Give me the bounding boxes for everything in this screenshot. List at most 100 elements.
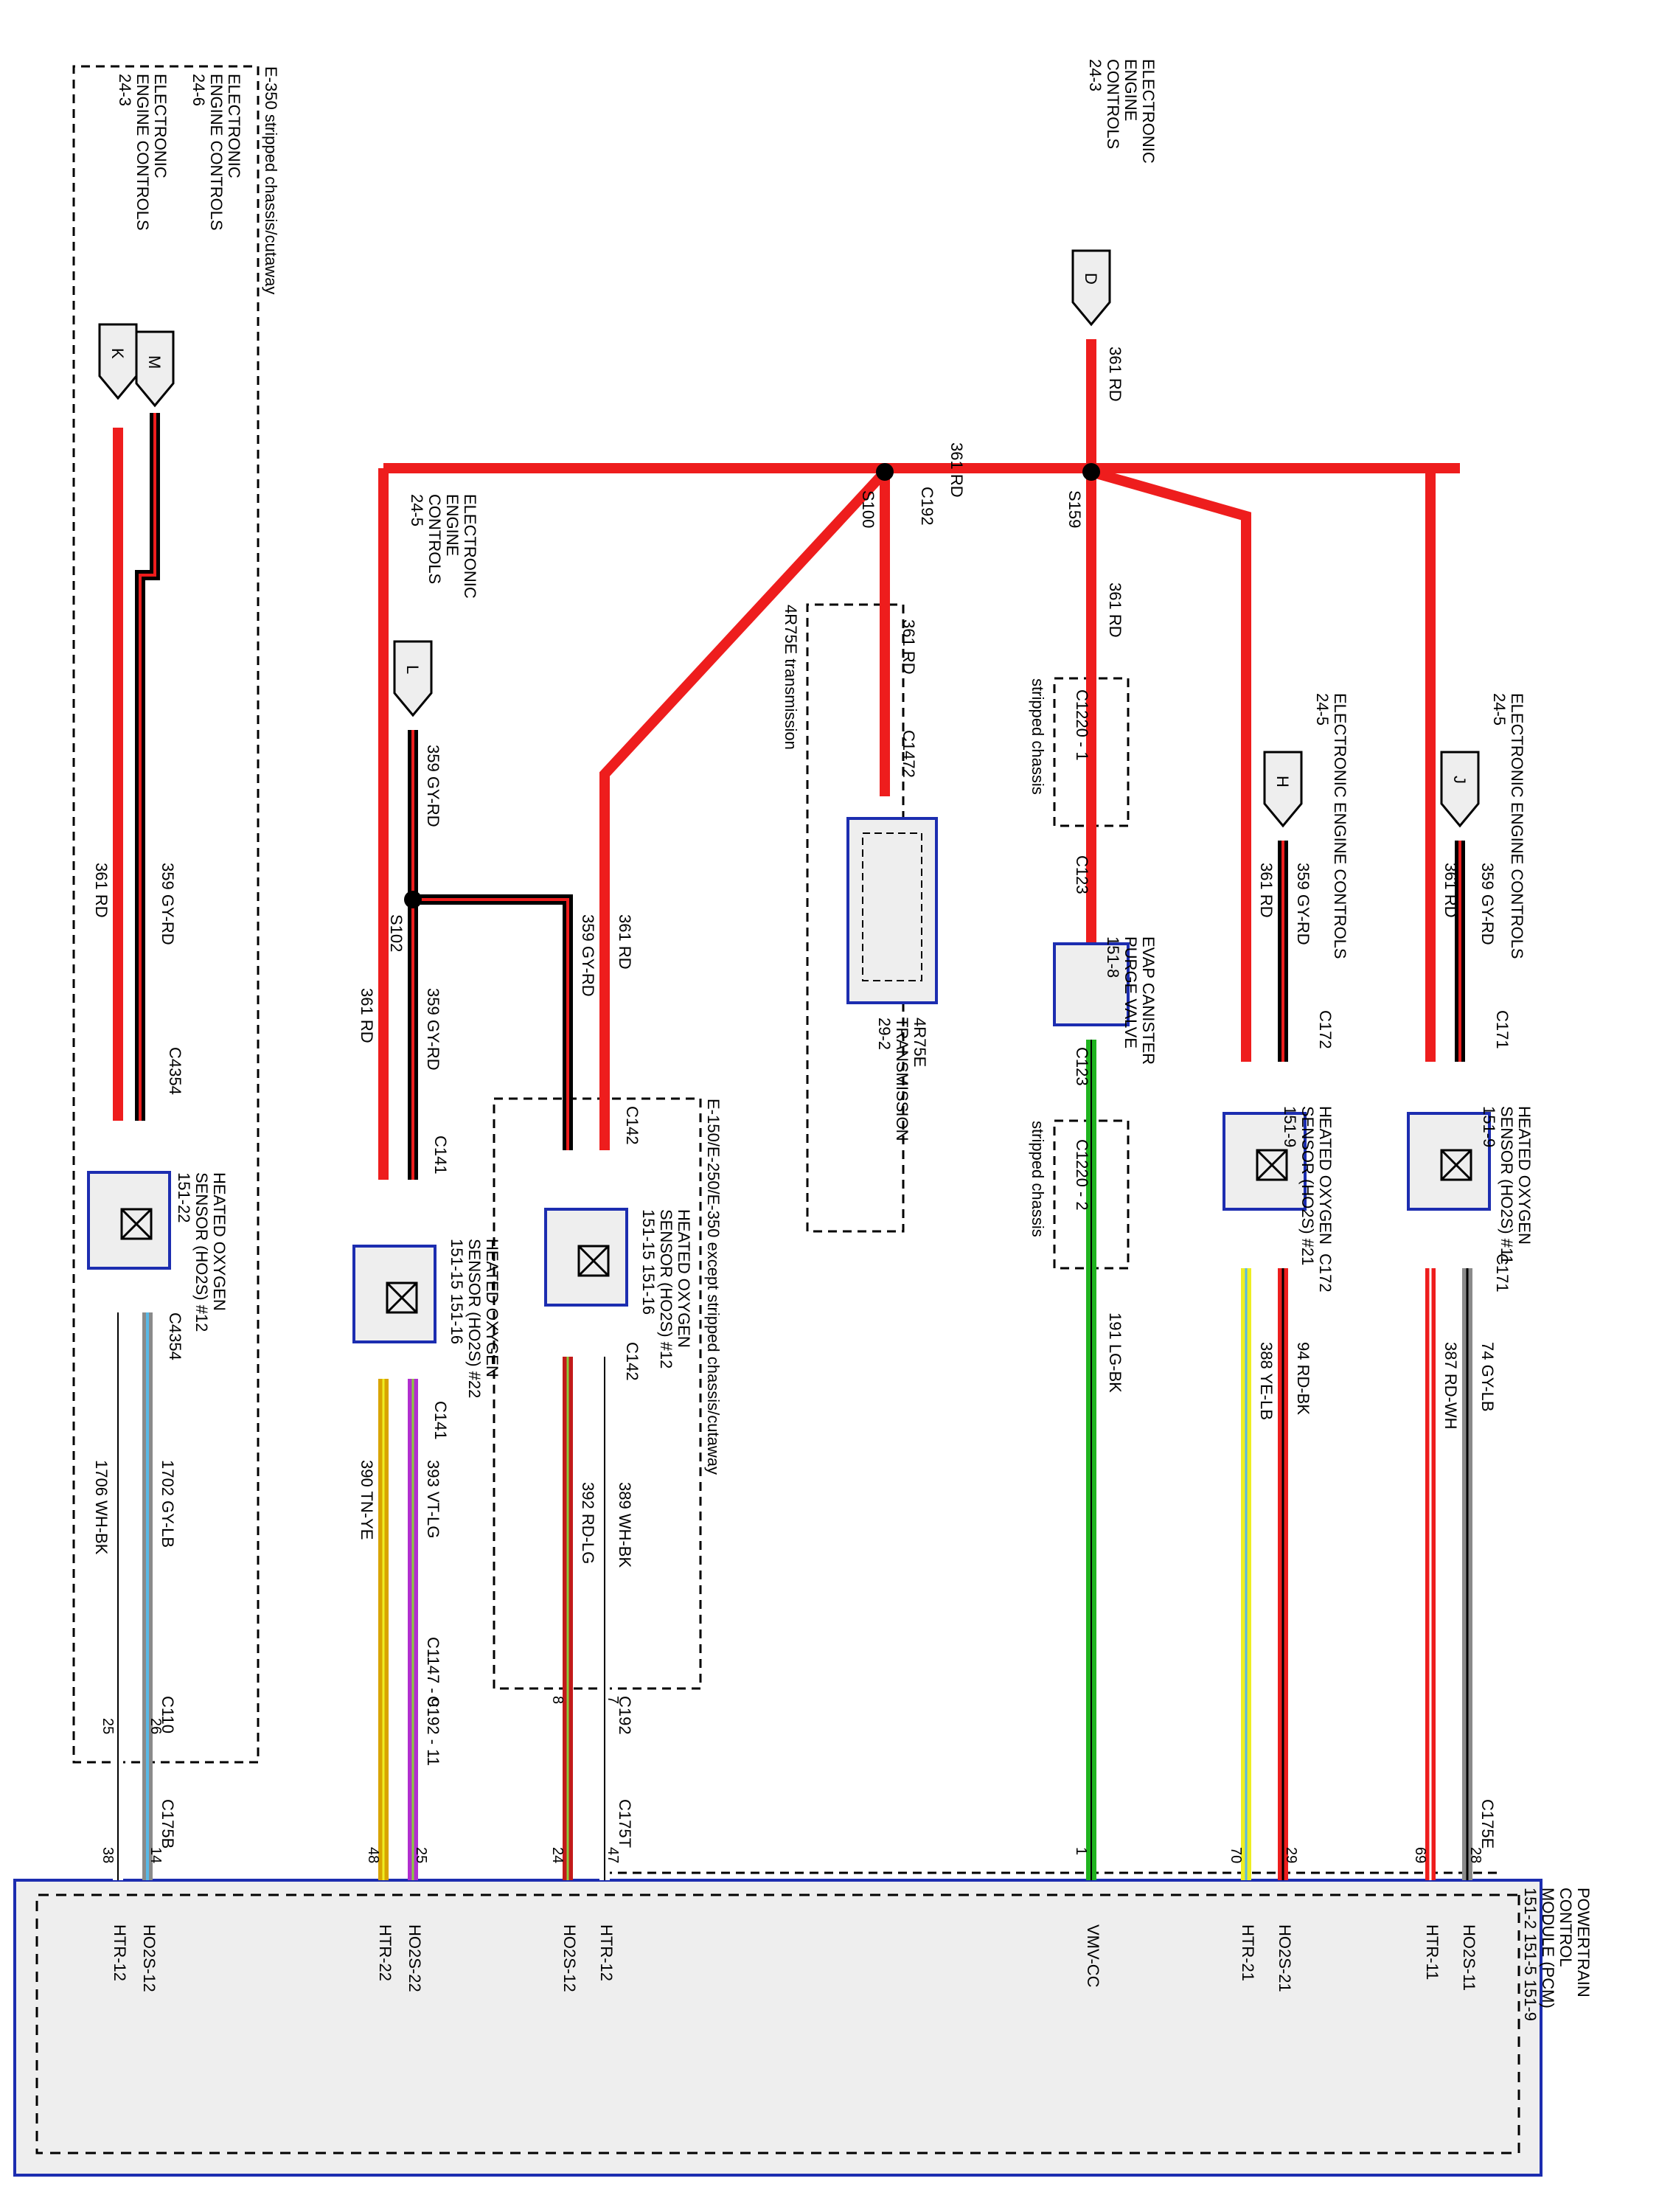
wire-label-361-c141: 361 RD bbox=[358, 988, 376, 1043]
conn-c192-11: C192 - 11 bbox=[424, 1696, 442, 1766]
pcm-pin-ho2s-11: HO2S-11 bbox=[1460, 1924, 1478, 1991]
ref-connector-h[interactable] bbox=[1263, 751, 1303, 828]
ref-24-3-top: ELECTRONICENGINECONTROLS24-3 bbox=[1086, 59, 1158, 164]
wire-361-rd-c142 bbox=[599, 468, 889, 1150]
splice-s100 bbox=[876, 463, 894, 481]
splice-s159 bbox=[1082, 463, 1100, 481]
pcm-pin-htr-21: HTR-21 bbox=[1239, 1924, 1257, 1981]
pin-14: 14 bbox=[147, 1847, 164, 1863]
ref-connector-d[interactable] bbox=[1071, 249, 1111, 327]
splice-s102 bbox=[404, 891, 422, 908]
conn-c192: C192 bbox=[918, 487, 936, 526]
ho2s-12b-sensor bbox=[87, 1171, 171, 1270]
splice-s102-label: S102 bbox=[387, 914, 406, 952]
wire-label-94: 94 RD-BK bbox=[1294, 1342, 1312, 1415]
conn-c4354-bottom: C4354 bbox=[166, 1312, 184, 1360]
conn-c1472: C1472 bbox=[900, 730, 918, 778]
wire-label-392: 392 RD-LG bbox=[579, 1482, 597, 1564]
conn-c123-bottom: C123 bbox=[1073, 1047, 1091, 1086]
wire-label-361-h: 361 RD bbox=[1257, 863, 1276, 918]
connector-m-label: M bbox=[145, 355, 164, 369]
transmission-component bbox=[846, 817, 938, 1004]
ho2s-12a-sensor bbox=[544, 1208, 628, 1307]
conn-c192-lower: C192 bbox=[616, 1696, 634, 1735]
label-ho2s-11: HEATED OXYGENSENSOR (HO2S) #11151-9 bbox=[1480, 1106, 1534, 1265]
ref-24-5-l: ELECTRONICENGINECONTROLS24-5 bbox=[408, 494, 479, 599]
wire-359-gyrd-m bbox=[135, 413, 160, 1121]
pin-48: 48 bbox=[365, 1847, 381, 1863]
wire-label-387: 387 RD-WH bbox=[1441, 1342, 1460, 1430]
label-evap: EVAP CANISTERPURGE VALVE151-8 bbox=[1104, 936, 1158, 1065]
conn-c1220-1: C1220 - 1 bbox=[1073, 689, 1091, 761]
pin-70: 70 bbox=[1228, 1847, 1244, 1863]
ref-24-3-left: ELECTRONICENGINE CONTROLS24-3 bbox=[116, 74, 170, 231]
wire-label-359-j: 359 GY-RD bbox=[1478, 863, 1497, 945]
wire-359-gyrd-c142-stripe bbox=[413, 898, 569, 1150]
label-pcm: POWERTRAINCONTROLMODULE (PCM)151-2 151-5… bbox=[1521, 1888, 1593, 2021]
conn-c175t: C175T bbox=[616, 1799, 634, 1848]
ho2s-11-icon bbox=[1440, 1149, 1472, 1181]
ref-24-6: ELECTRONICENGINE CONTROLS24-6 bbox=[189, 74, 243, 231]
label-ho2s-12b: HEATED OXYGENSENSOR (HO2S) #12151-22 bbox=[175, 1172, 229, 1332]
ref-eec-j: ELECTRONIC ENGINE CONTROLS24-5 bbox=[1490, 693, 1526, 959]
label-e150-box: E-150/E-250/E-350 except stripped chassi… bbox=[704, 1099, 723, 1475]
pcm-pin-vmv-cc: VMV-CC bbox=[1084, 1924, 1102, 1988]
ref-connector-j[interactable] bbox=[1440, 751, 1480, 828]
pcm-inner-dashed bbox=[35, 1893, 1520, 2154]
conn-c175b: C175B bbox=[159, 1799, 177, 1848]
ho2s-21-icon bbox=[1256, 1149, 1288, 1181]
wire-label-1706: 1706 WH-BK bbox=[92, 1460, 111, 1555]
ref-connector-l[interactable] bbox=[393, 640, 433, 717]
pcm-pin-ho2s-12a: HO2S-12 bbox=[560, 1924, 579, 1992]
conn-c172-top: C172 bbox=[1316, 1010, 1335, 1049]
ho2s-11-sensor bbox=[1407, 1112, 1491, 1211]
conn-c141-top: C141 bbox=[431, 1135, 450, 1175]
pin-24: 24 bbox=[549, 1847, 566, 1863]
conn-c171-top: C171 bbox=[1493, 1010, 1512, 1049]
label-e350-box: E-350 stripped chassis/cutaway bbox=[262, 66, 280, 294]
pin-28: 28 bbox=[1467, 1847, 1484, 1863]
wire-label-361-rd-d: 361 RD bbox=[1106, 347, 1124, 402]
e350-box bbox=[72, 65, 260, 1764]
wire-label-361-k: 361 RD bbox=[92, 863, 111, 918]
label-ho2s-22: HEATED OXYGENSENSOR (HO2S) #22151-15 151… bbox=[448, 1239, 501, 1398]
conn-c175e: C175E bbox=[1478, 1799, 1497, 1848]
ho2s-22-icon bbox=[386, 1281, 418, 1314]
ho2s-21-sensor bbox=[1222, 1112, 1307, 1211]
splice-s100-label: S100 bbox=[859, 490, 877, 528]
wire-label-74: 74 GY-LB bbox=[1478, 1342, 1497, 1412]
pin-38: 38 bbox=[100, 1847, 116, 1863]
label-ho2s-21: HEATED OXYGENSENSOR (HO2S) #21151-9 bbox=[1281, 1106, 1335, 1265]
splice-s159-label: S159 bbox=[1065, 490, 1084, 528]
wires bbox=[113, 339, 1472, 1880]
wire-label-389: 389 WH-BK bbox=[616, 1482, 634, 1568]
ref-connector-k[interactable] bbox=[98, 323, 138, 400]
conn-c1220-2: C1220 - 2 bbox=[1073, 1139, 1091, 1211]
ref-eec-h: ELECTRONIC ENGINE CONTROLS24-5 bbox=[1313, 693, 1349, 959]
pin-1-vmv: 1 bbox=[1073, 1847, 1089, 1855]
wire-label-361-c142: 361 RD bbox=[616, 914, 634, 970]
pin-47: 47 bbox=[605, 1847, 621, 1863]
pin-26: 26 bbox=[147, 1718, 164, 1734]
wire-label-361-rd-bus: 361 RD bbox=[947, 442, 966, 498]
pin-69: 69 bbox=[1412, 1847, 1428, 1863]
label-transmission-box: 4R75E transmission bbox=[782, 605, 800, 750]
conn-c142-top: C142 bbox=[623, 1106, 641, 1145]
connector-h-label: H bbox=[1273, 776, 1292, 787]
wire-361-rd-j bbox=[1091, 463, 1436, 1062]
conn-c141-bottom: C141 bbox=[431, 1401, 450, 1440]
e150-box bbox=[493, 1097, 702, 1690]
pcm-pin-htr-11: HTR-11 bbox=[1423, 1924, 1441, 1980]
label-trans: 4R75ETRANSMISSION29-2 bbox=[875, 1018, 929, 1141]
wire-label-359-l: 359 GY-RD bbox=[424, 745, 442, 827]
label-stripped-1: stripped chassis bbox=[1029, 678, 1047, 795]
ref-connector-m[interactable] bbox=[135, 330, 175, 408]
connector-k-label: K bbox=[108, 348, 127, 359]
wire-361-rd-h bbox=[1090, 467, 1251, 1062]
pcm-pin-htr-12b: HTR-12 bbox=[111, 1924, 129, 1981]
pcm-pin-htr-12a: HTR-12 bbox=[597, 1924, 616, 1981]
pcm-pin-ho2s-21: HO2S-21 bbox=[1276, 1924, 1294, 1992]
label-stripped-2: stripped chassis bbox=[1029, 1121, 1047, 1237]
